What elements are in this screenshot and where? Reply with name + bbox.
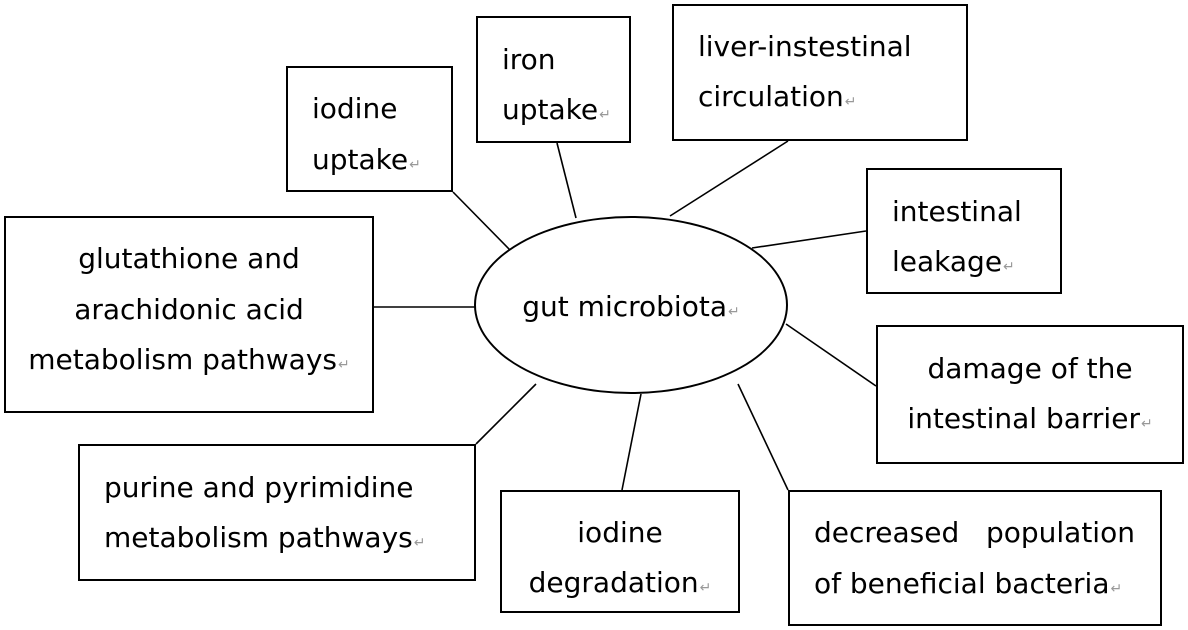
node-text-line: glutathione and <box>78 242 300 275</box>
node-text-line: metabolism pathways↵ <box>104 521 426 554</box>
node-text-line: uptake↵ <box>312 143 421 176</box>
node-beneficial-bacteria: decreased population of beneficial bacte… <box>788 490 1162 626</box>
return-mark-icon: ↵ <box>699 580 712 596</box>
return-mark-icon: ↵ <box>413 535 426 551</box>
return-mark-icon: ↵ <box>727 304 740 320</box>
return-mark-icon: ↵ <box>1140 416 1153 432</box>
return-mark-icon: ↵ <box>1110 581 1123 597</box>
node-purine: purine and pyrimidine metabolism pathway… <box>78 444 476 581</box>
node-text-line: intestinal barrier↵ <box>907 402 1153 435</box>
node-text-line: intestinal <box>892 195 1022 228</box>
node-text-line: degradation↵ <box>528 566 712 599</box>
node-text-line: metabolism pathways↵ <box>28 343 350 376</box>
connector-liver-circulation <box>669 140 789 217</box>
return-mark-icon: ↵ <box>599 107 611 123</box>
node-text-line: iodine <box>577 516 663 549</box>
node-text-line: purine and pyrimidine <box>104 471 414 504</box>
connector-intestinal-leakage <box>751 230 867 249</box>
node-iodine-degradation: iodine degradation↵ <box>500 490 740 613</box>
connector-iron-uptake <box>556 142 577 219</box>
node-liver-circulation: liver-instestinal circulation↵ <box>672 4 968 141</box>
node-glutathione: glutathione and arachidonic acid metabol… <box>4 216 374 413</box>
node-text-line: leakage↵ <box>892 245 1015 278</box>
connector-iodine-degradation <box>621 393 642 491</box>
return-mark-icon: ↵ <box>1003 259 1015 275</box>
node-text-line: circulation↵ <box>698 80 857 113</box>
node-text-line: arachidonic acid <box>74 293 304 326</box>
node-text-line: iodine <box>312 92 398 125</box>
node-text-line: decreased population <box>814 516 1135 549</box>
connector-purine <box>475 383 537 445</box>
node-barrier-damage: damage of the intestinal barrier↵ <box>876 325 1184 464</box>
gut-microbiota-ellipse: gut microbiota↵ <box>474 216 788 394</box>
node-iron-uptake: iron uptake↵ <box>476 16 631 143</box>
return-mark-icon: ↵ <box>409 157 421 173</box>
node-text-line: uptake↵ <box>502 93 611 126</box>
node-text-line: damage of the <box>927 352 1133 385</box>
node-intestinal-leakage: intestinal leakage↵ <box>866 168 1062 294</box>
node-text-line: liver-instestinal <box>698 30 912 63</box>
node-text-line: of beneficial bacteria↵ <box>814 567 1123 600</box>
connector-barrier-damage <box>785 323 877 387</box>
connector-iodine-uptake <box>452 191 511 251</box>
return-mark-icon: ↵ <box>338 357 350 373</box>
return-mark-icon: ↵ <box>844 94 857 110</box>
node-text-line: iron <box>502 43 556 76</box>
connector-beneficial-bacteria <box>737 383 789 491</box>
gut-microbiota-label: gut microbiota↵ <box>522 290 740 323</box>
node-iodine-uptake: iodine uptake↵ <box>286 66 453 192</box>
